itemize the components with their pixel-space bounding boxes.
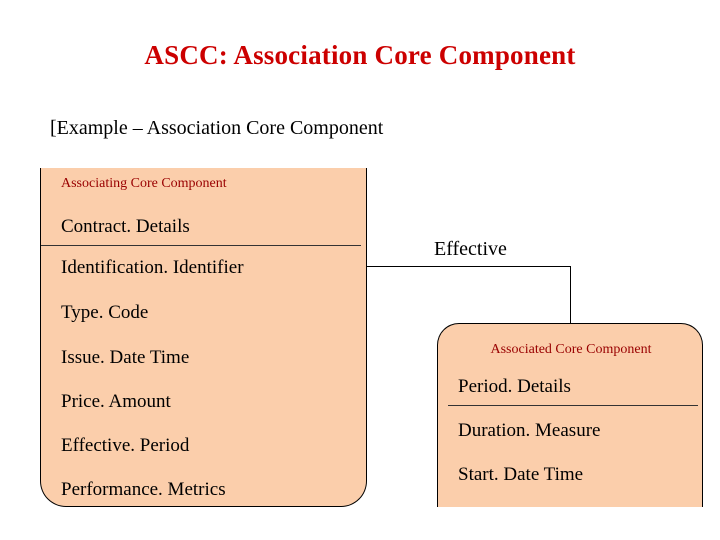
connector-label: Effective	[430, 238, 511, 261]
associating-box-divider	[41, 245, 361, 246]
associating-field-price-amount: Price. Amount	[61, 391, 171, 412]
associating-field-effective-period: Effective. Period	[61, 435, 190, 456]
associating-field-issue-date-time: Issue. Date Time	[61, 347, 190, 368]
associating-core-component-box: Associating Core Component Contract. Det…	[40, 168, 367, 507]
associated-box-divider	[448, 405, 698, 406]
connector-vertical-line	[570, 266, 571, 324]
associated-field-period-details: Period. Details	[458, 376, 571, 397]
associating-box-header: Associating Core Component	[61, 176, 227, 191]
connector-horizontal-line	[367, 266, 571, 267]
associating-field-contract-details: Contract. Details	[61, 216, 190, 237]
associated-field-duration-measure: Duration. Measure	[458, 420, 601, 441]
associated-core-component-box: Associated Core Component Period. Detail…	[437, 323, 703, 507]
example-caption: [Example – Association Core Component	[50, 117, 384, 139]
associated-field-start-date-time: Start. Date Time	[458, 464, 584, 485]
associated-box-header: Associated Core Component	[490, 342, 652, 357]
associating-field-identification-identifier: Identification. Identifier	[61, 257, 244, 278]
page-title: ASCC: Association Core Component	[144, 40, 576, 70]
associating-field-type-code: Type. Code	[61, 302, 149, 323]
associating-field-performance-metrics: Performance. Metrics	[61, 479, 226, 500]
